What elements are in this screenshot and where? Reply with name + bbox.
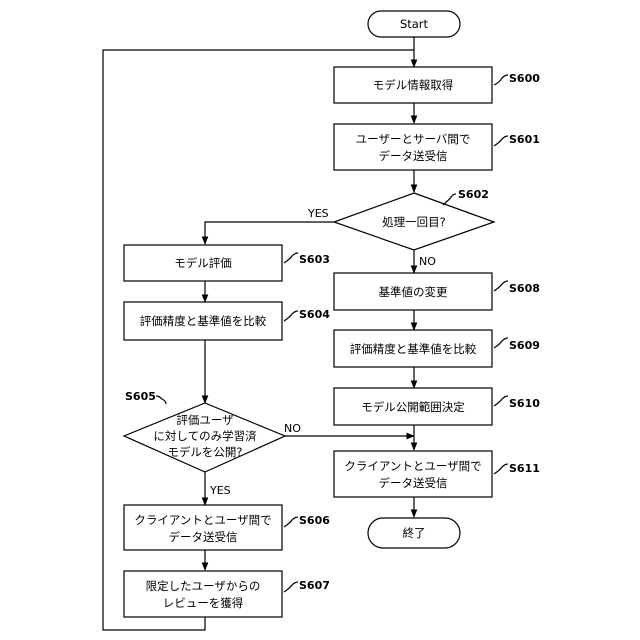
step-s604-text: 評価精度と基準値を比較 [140, 314, 267, 328]
step-s604-label: S604 [299, 308, 330, 321]
step-s605-label: S605 [125, 390, 156, 403]
step-s601-text-line-2: データ送受信 [379, 149, 448, 163]
step-s601-text-line-1: ユーザーとサーバ間で [356, 132, 471, 146]
step-s608-label: S608 [509, 282, 540, 295]
leader-s605 [156, 396, 166, 404]
step-s602-label: S602 [458, 188, 489, 201]
step-s609-label: S609 [509, 339, 540, 352]
leader-s608 [494, 281, 508, 291]
step-s607-label: S607 [299, 579, 330, 592]
leader-s601 [494, 136, 508, 146]
start-label: Start [400, 17, 429, 31]
end-label: 終了 [403, 526, 426, 540]
step-s611-box [334, 451, 492, 497]
leader-s610 [494, 396, 508, 406]
step-s607-box [124, 571, 282, 617]
leader-s611 [494, 464, 508, 474]
step-s608-text: 基準値の変更 [379, 285, 448, 299]
step-s600-label: S600 [509, 72, 540, 85]
s605-no-label: NO [284, 422, 301, 435]
step-s611-label: S611 [509, 462, 540, 475]
step-s605-text-line-2: に対してのみ学習済 [153, 429, 257, 443]
step-s605-text-line-3: モデルを公開? [167, 445, 242, 459]
step-s601-box [334, 124, 492, 170]
s605-yes-label: YES [209, 484, 231, 497]
step-s605-text-line-1: 評価ユーザ [176, 413, 233, 427]
leader-s604 [284, 311, 298, 321]
step-s602-text: 処理一回目? [382, 215, 446, 229]
leader-s609 [494, 338, 508, 348]
step-s610-text: モデル公開範囲決定 [361, 400, 465, 414]
step-s607-text-line-1: 限定したユーザからの [146, 579, 261, 593]
step-s611-text-line-1: クライアントとユーザ間で [344, 459, 481, 473]
leader-s603 [284, 253, 298, 263]
step-s607-text-line-2: レビューを獲得 [163, 596, 244, 610]
step-s611-text-line-2: データ送受信 [379, 476, 448, 490]
step-s606-text-line-2: データ送受信 [169, 530, 238, 544]
step-s606-label: S606 [299, 514, 330, 527]
step-s600-text: モデル情報取得 [373, 78, 454, 92]
step-s610-label: S610 [509, 397, 540, 410]
leader-s606 [284, 517, 298, 527]
s602-yes-label: YES [307, 207, 329, 220]
s602-no-label: NO [419, 255, 436, 268]
step-s601-label: S601 [509, 133, 540, 146]
leader-s607 [284, 582, 298, 592]
connector-s602-yes-s603 [205, 222, 334, 244]
leader-s602 [443, 194, 456, 205]
step-s606-text-line-1: クライアントとユーザ間で [134, 513, 271, 527]
step-s603-label: S603 [299, 253, 330, 266]
leader-s600 [494, 75, 508, 85]
step-s603-text: モデル評価 [174, 256, 232, 270]
step-s609-text: 評価精度と基準値を比較 [350, 342, 477, 356]
